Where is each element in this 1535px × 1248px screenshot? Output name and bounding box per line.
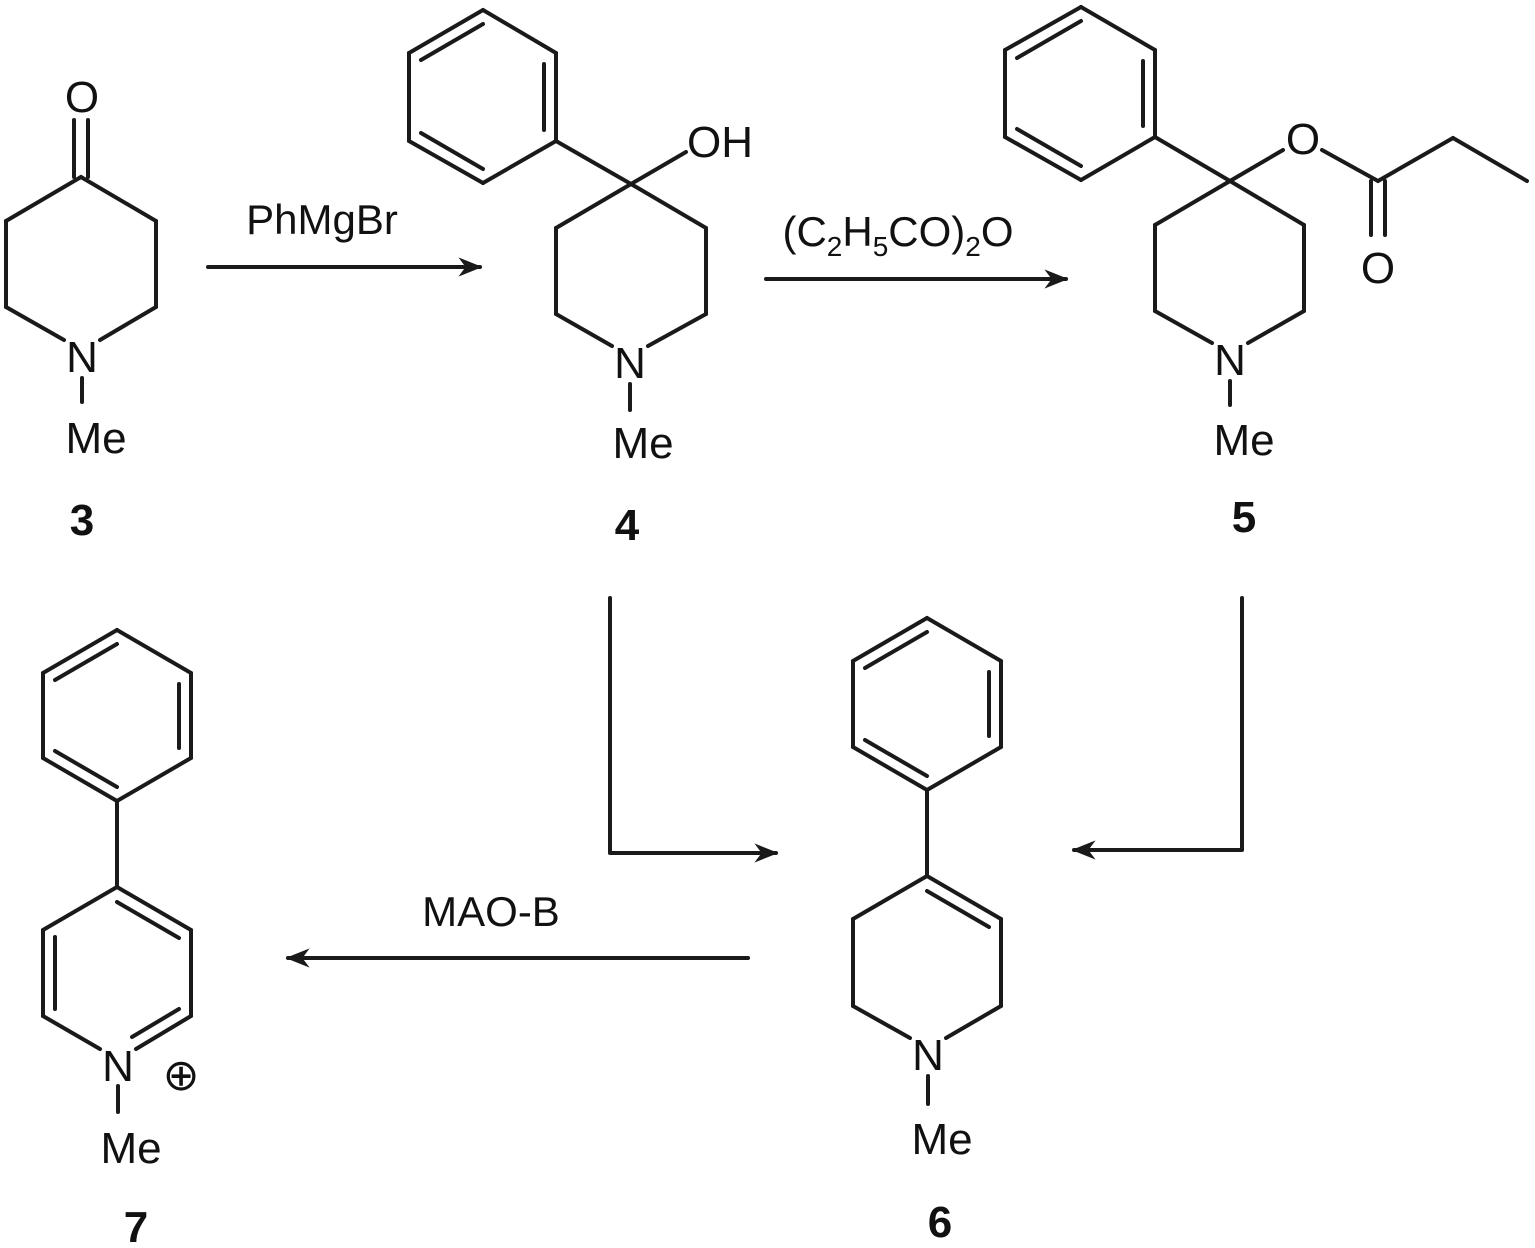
reagent-subscript-2: 2 <box>827 231 843 262</box>
compound-3-methyl-label: Me <box>65 414 126 463</box>
compound-7-structure: N ⊕ Me <box>41 628 200 1173</box>
compound-5-number: 5 <box>1232 493 1256 542</box>
compound-7-positive-charge: ⊕ <box>163 1051 200 1100</box>
compound-7-nitrogen-atom: N <box>102 1042 134 1091</box>
arrow-4-to-6 <box>608 596 779 863</box>
compound-6-methyl-label: Me <box>911 1115 972 1164</box>
reagent-part-h: H <box>842 208 872 255</box>
compound-3-structure: O N Me <box>4 73 158 463</box>
compound-6-number: 6 <box>928 1198 952 1247</box>
compound-5-nitrogen-atom: N <box>1214 336 1246 385</box>
arrow-5-to-6 <box>1071 596 1244 860</box>
compound-3-nitrogen-atom: N <box>66 333 98 382</box>
compound-4-number: 4 <box>615 501 640 550</box>
reagent-propionic-anhydride: (C2H5CO)2O <box>782 208 1013 262</box>
compound-4-hydroxyl-label: OH <box>687 118 753 167</box>
compound-3-number: 3 <box>70 496 94 545</box>
compound-4-structure: OH N Me <box>407 8 753 468</box>
reagent-part-mid: CO) <box>888 208 965 255</box>
compound-7-number: 7 <box>124 1203 148 1248</box>
compound-4-nitrogen-atom: N <box>614 339 646 388</box>
reagent-mao-b: MAO-B <box>422 888 560 935</box>
compound-6-nitrogen-atom: N <box>912 1031 944 1080</box>
compound-6-structure: N Me <box>851 616 1003 1164</box>
compound-4-methyl-label: Me <box>612 419 673 468</box>
reagent-subscript-5: 5 <box>873 231 889 262</box>
reagent-part-open: (C <box>782 208 826 255</box>
compound-5-carbonyl-oxygen: O <box>1361 244 1395 293</box>
compound-5-ester-oxygen: O <box>1286 115 1320 164</box>
reagent-subscript-2b: 2 <box>965 231 981 262</box>
compound-5-methyl-label: Me <box>1213 416 1274 465</box>
compound-7-methyl-label: Me <box>100 1124 161 1173</box>
compound-3-oxygen-atom: O <box>65 73 99 122</box>
reagent-part-end: O <box>981 208 1014 255</box>
reagent-phmgbr: PhMgBr <box>246 196 398 243</box>
compound-5-structure: O O N Me <box>1003 5 1529 465</box>
